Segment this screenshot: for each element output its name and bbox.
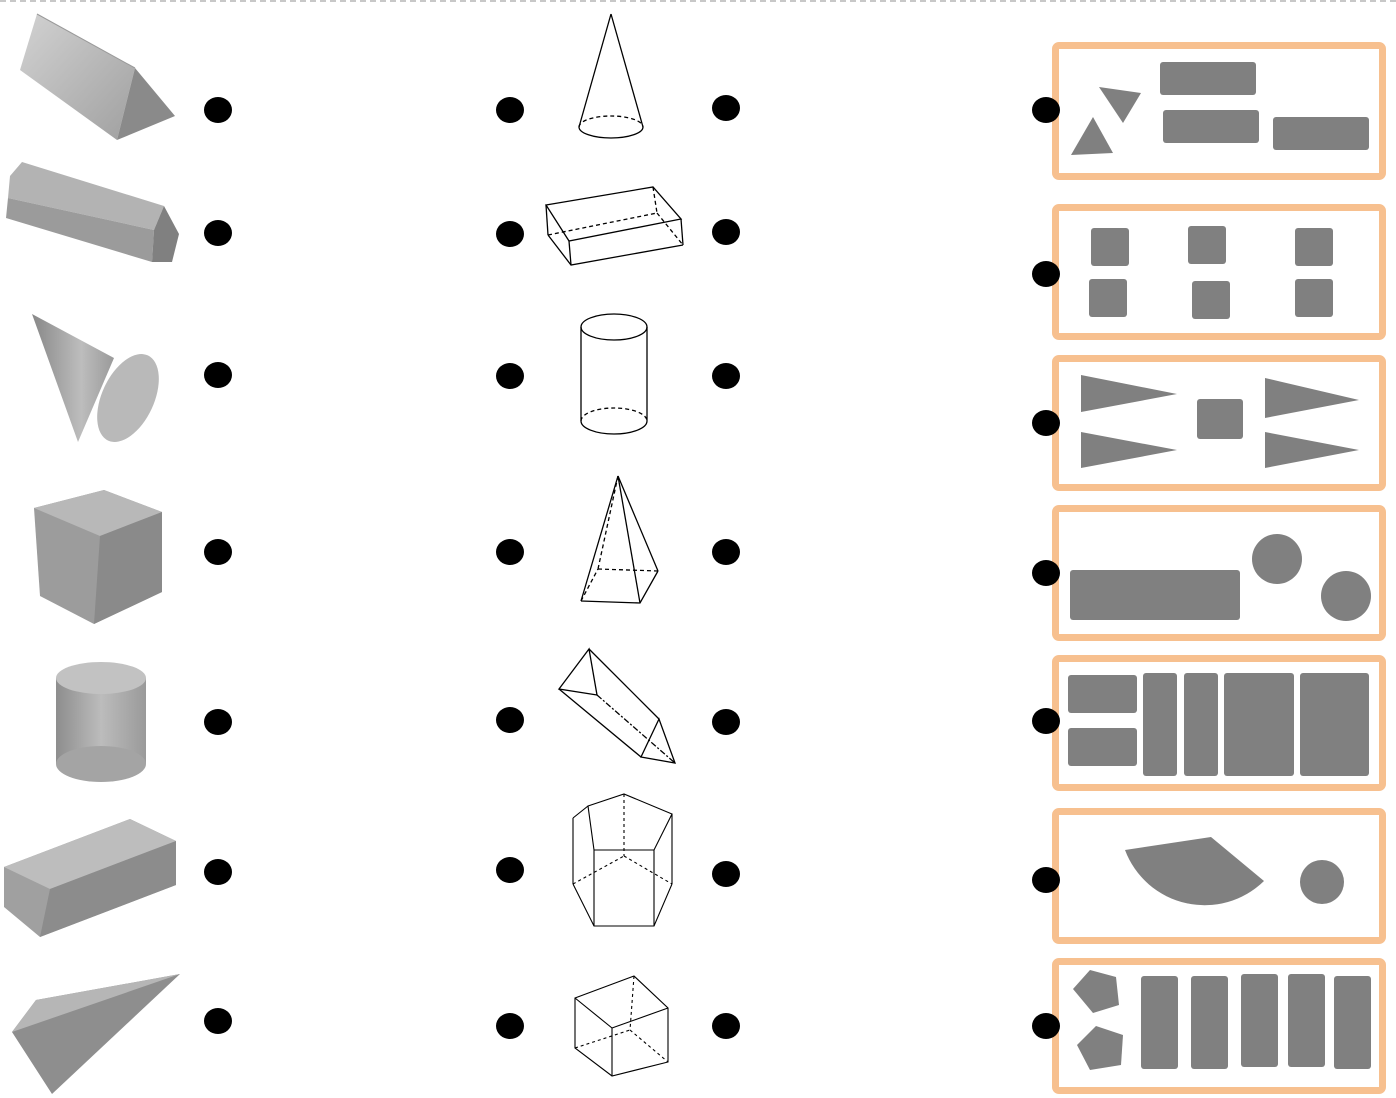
dot-wire-right-5[interactable] [712,709,740,735]
dot-wire-left-3[interactable] [496,363,524,389]
wireframe-rectangular-prism [543,183,688,268]
wireframe-cube [572,972,672,1080]
dot-wire-left-1[interactable] [496,97,524,123]
net-pentagonal-prism [1059,965,1379,1087]
net-box-cube [1052,204,1386,340]
dot-net-2[interactable] [1032,261,1060,287]
dot-net-7[interactable] [1032,1013,1060,1039]
dot-wire-right-2[interactable] [712,219,740,245]
wireframe-cylinder [578,310,653,440]
wood-cylinder-image [52,660,152,785]
wireframe-square-pyramid [578,473,663,608]
dot-wire-right-3[interactable] [712,363,740,389]
net-triangular-prism [1059,49,1379,173]
wood-pentagonal-prism-image [4,158,184,273]
wireframe-cone [576,12,646,142]
net-box-cone [1052,808,1386,944]
net-box-square-pyramid [1052,355,1386,491]
dot-net-4[interactable] [1032,560,1060,586]
dot-wood-5[interactable] [204,709,232,735]
dot-wire-left-6[interactable] [496,857,524,883]
dot-wire-left-5[interactable] [496,707,524,733]
net-cone [1059,815,1379,937]
wood-cone-image [28,310,158,445]
dot-wire-left-7[interactable] [496,1013,524,1039]
dot-net-1[interactable] [1032,97,1060,123]
wireframe-pentagonal-prism [570,792,678,932]
dot-wire-right-6[interactable] [712,861,740,887]
dot-net-6[interactable] [1032,867,1060,893]
dot-wood-7[interactable] [204,1008,232,1034]
dot-wire-left-2[interactable] [496,221,524,247]
dot-wood-3[interactable] [204,362,232,388]
dot-wood-6[interactable] [204,859,232,885]
top-dashed-rule [0,0,1396,2]
dot-net-3[interactable] [1032,410,1060,436]
wood-triangular-prism-image [15,8,180,148]
net-cube [1059,211,1379,333]
dot-wood-1[interactable] [204,97,232,123]
net-box-cylinder [1052,505,1386,641]
dot-wire-right-4[interactable] [712,539,740,565]
wood-rectangular-prism-image [2,815,182,940]
dot-wood-4[interactable] [204,539,232,565]
dot-wire-right-7[interactable] [712,1013,740,1039]
dot-wood-2[interactable] [204,220,232,246]
dot-wire-left-4[interactable] [496,539,524,565]
net-cylinder [1059,512,1379,634]
net-box-triangular-prism [1052,42,1386,180]
net-box-rectangular-prism [1052,655,1386,791]
net-box-pentagonal-prism [1052,958,1386,1094]
wood-cube-image [28,488,168,628]
net-rectangular-prism [1059,662,1379,784]
wireframe-triangular-prism [555,645,685,770]
wood-square-pyramid-image [8,970,186,1098]
dot-wire-right-1[interactable] [712,95,740,121]
net-square-pyramid [1059,362,1379,484]
dot-net-5[interactable] [1032,708,1060,734]
